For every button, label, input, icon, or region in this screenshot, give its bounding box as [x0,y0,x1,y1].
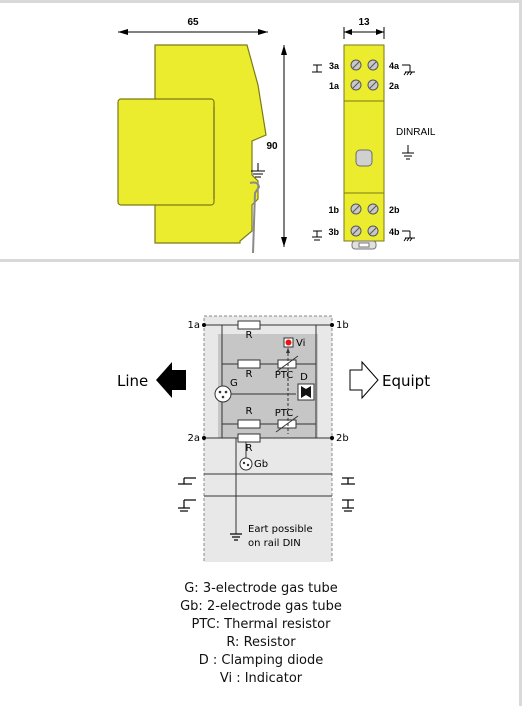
earth-icon [178,499,196,512]
terminal-4a: 4a [389,61,400,71]
dinrail-label: DINRAIL [396,127,436,138]
terminal-4b: 4b [389,227,400,237]
r-low-label: R [246,406,253,417]
node-1b: 1b [336,320,349,331]
earth-icon [402,64,415,76]
ptc-top-label: PTC [275,370,294,381]
line-label: Line [117,372,148,390]
front-view: 3a 4a 1a 2a 1b 2b 3b 4b DINRAIL [312,44,436,250]
legend-item-r: R: Resistor [226,635,296,650]
earth-icon [402,230,415,242]
earth-icon [341,477,355,485]
height-dimension: 90 [266,45,287,247]
earth-icon [230,533,242,541]
resistor-low [237,419,261,429]
legend: G: 3-electrode gas tube Gb: 2-electrode … [0,580,522,688]
terminal-2a: 2a [389,81,400,91]
resistor-bottom [237,433,261,443]
earth-icon [342,499,354,512]
terminal-2b: 2b [389,205,400,215]
legend-item-g: G: 3-electrode gas tube [184,581,338,596]
resistor-mid [237,359,261,369]
node-2b: 2b [336,433,349,444]
r-top-label: R [246,330,253,341]
gb-label: Gb [254,459,268,470]
width-dimension: 65 [118,17,268,35]
earth-icon [402,145,414,160]
mechanical-drawing-panel: 65 90 13 [0,0,522,262]
earth-icon [312,64,322,73]
resistor-top [237,320,261,330]
line-arrow-icon [156,362,186,398]
legend-item-gb: Gb: 2-electrode gas tube [180,599,342,614]
earth-note-line2: on rail DIN [248,538,301,549]
terminal-3b: 3b [328,227,339,237]
equipt-arrow-icon [349,360,379,400]
terminal-3a: 3a [329,61,340,71]
height-value: 90 [266,141,278,152]
node-2a: 2a [188,433,201,444]
earth-icon [312,230,322,241]
schematic-diagram: 1a 1b 2a 2b R R R R PTC PTC Vi D G Gb [117,315,430,562]
gas-tube-gb-icon [239,457,253,471]
d-label: D [300,372,308,383]
vi-label: Vi [296,338,305,349]
equipt-label: Equipt [382,372,430,390]
module-dimension: 13 [343,17,385,39]
terminal-1b: 1b [328,205,339,215]
schematic-panel: 1a 1b 2a 2b R R R R PTC PTC Vi D G Gb [0,262,522,706]
side-view [117,44,267,254]
g-label: G [230,378,238,389]
earth-icon [178,477,196,485]
width-value: 65 [187,17,199,28]
r-bottom-label: R [246,443,253,454]
legend-item-ptc: PTC: Thermal resistor [191,617,331,632]
legend-item-vi: Vi : Indicator [219,671,303,686]
earth-icon [251,163,265,178]
r-mid-label: R [246,369,253,380]
gas-tube-g-icon [214,385,232,403]
module-value: 13 [358,17,370,28]
legend-item-d: D : Clamping diode [198,653,324,668]
node-1a: 1a [188,320,201,331]
earth-note-line1: Eart possible [248,524,313,535]
terminal-1a: 1a [329,81,340,91]
ptc-bottom-label: PTC [275,408,294,419]
mechanical-drawing: 65 90 13 [117,17,436,254]
